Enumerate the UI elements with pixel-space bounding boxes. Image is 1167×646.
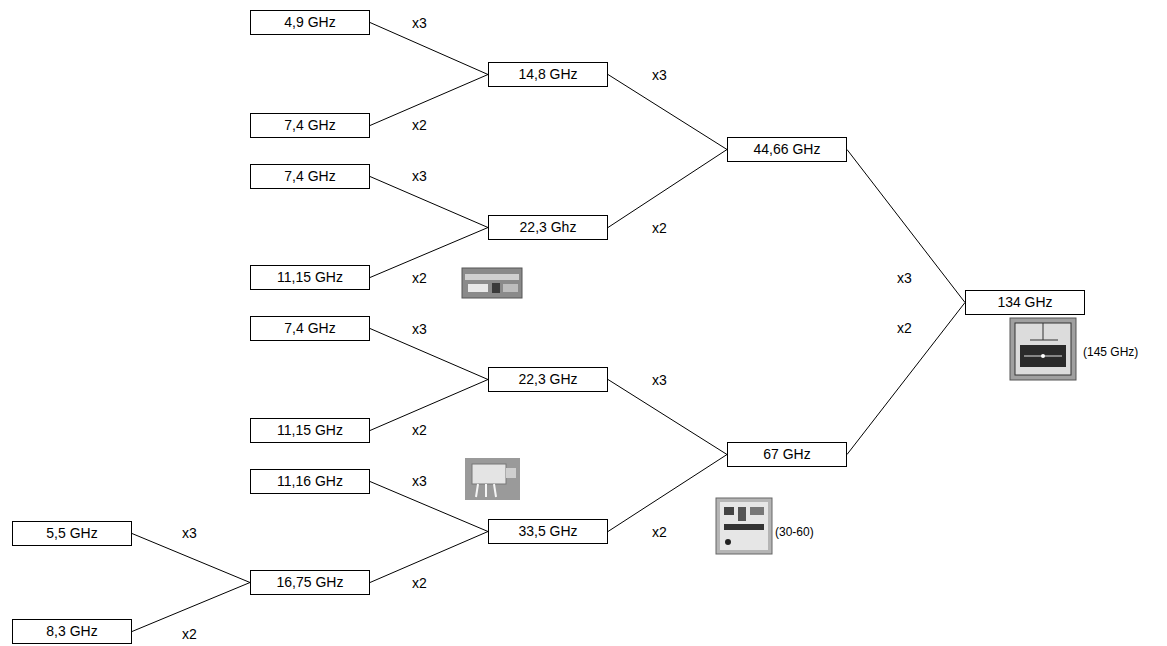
multiplier-factor: x3 bbox=[412, 321, 427, 337]
signal-line bbox=[608, 150, 727, 228]
frequency-box: 67 GHz bbox=[727, 442, 847, 467]
board-photo bbox=[716, 498, 772, 554]
frequency-box: 4,9 GHz bbox=[250, 10, 370, 35]
signal-line bbox=[370, 228, 488, 278]
multiplier-factor: x3 bbox=[412, 168, 427, 184]
frequency-value: 11,15 GHz bbox=[277, 419, 343, 442]
frequency-value: 7,4 GHz bbox=[284, 317, 335, 340]
frequency-box: 22,3 Ghz bbox=[488, 215, 608, 240]
signal-line bbox=[370, 23, 488, 75]
multiplier-factor: x2 bbox=[652, 524, 667, 540]
frequency-box: 7,4 GHz bbox=[250, 113, 370, 138]
frequency-box: 33,5 GHz bbox=[488, 519, 608, 544]
multiplier-factor: x2 bbox=[652, 220, 667, 236]
multiplier-factor: x3 bbox=[652, 67, 667, 83]
frequency-value: 16,75 GHz bbox=[277, 571, 344, 594]
multiplier-factor: x3 bbox=[897, 270, 912, 286]
multiplier-factor: x2 bbox=[897, 320, 912, 336]
multiplier-factor: x2 bbox=[182, 626, 197, 642]
signal-line bbox=[847, 303, 965, 455]
multiplier-factor: x2 bbox=[412, 270, 427, 286]
frequency-box: 16,75 GHz bbox=[250, 570, 370, 595]
frequency-value: 22,3 GHz bbox=[518, 368, 577, 391]
frequency-note: (30-60) bbox=[775, 525, 814, 539]
signal-line bbox=[608, 75, 727, 150]
frequency-value: 5,5 GHz bbox=[46, 522, 97, 545]
multiplier-factor: x3 bbox=[412, 15, 427, 31]
frequency-value: 7,4 GHz bbox=[284, 165, 335, 188]
mixer-photo bbox=[1010, 318, 1076, 380]
signal-line bbox=[370, 177, 488, 228]
multiplier-factor: x3 bbox=[182, 525, 197, 541]
frequency-value: 11,16 GHz bbox=[277, 470, 343, 493]
frequency-box: 11,15 GHz bbox=[250, 418, 370, 443]
signal-line bbox=[370, 75, 488, 126]
multiplier-photo bbox=[465, 458, 520, 500]
frequency-value: 14,8 GHz bbox=[518, 63, 577, 86]
frequency-box: 7,4 GHz bbox=[250, 164, 370, 189]
multiplier-factor: x3 bbox=[652, 372, 667, 388]
signal-line bbox=[370, 482, 488, 532]
frequency-note: (145 GHz) bbox=[1083, 345, 1138, 359]
frequency-value: 8,3 GHz bbox=[46, 620, 97, 643]
frequency-value: 67 GHz bbox=[763, 443, 810, 466]
frequency-value: 4,9 GHz bbox=[284, 11, 335, 34]
signal-line bbox=[370, 329, 488, 380]
signal-line bbox=[847, 150, 965, 303]
frequency-value: 33,5 GHz bbox=[518, 520, 577, 543]
frequency-value: 11,15 GHz bbox=[277, 266, 343, 289]
frequency-box: 11,15 GHz bbox=[250, 265, 370, 290]
frequency-box: 8,3 GHz bbox=[12, 619, 132, 644]
signal-line bbox=[608, 455, 727, 532]
frequency-box: 5,5 GHz bbox=[12, 521, 132, 546]
module-photo bbox=[462, 268, 522, 298]
frequency-value: 7,4 GHz bbox=[284, 114, 335, 137]
signal-line bbox=[370, 532, 488, 583]
signal-line bbox=[132, 583, 250, 632]
frequency-value: 44,66 GHz bbox=[754, 138, 821, 161]
frequency-box: 134 GHz bbox=[965, 290, 1085, 315]
signal-line bbox=[608, 380, 727, 455]
frequency-box: 14,8 GHz bbox=[488, 62, 608, 87]
frequency-box: 22,3 GHz bbox=[488, 367, 608, 392]
multiplier-factor: x2 bbox=[412, 575, 427, 591]
signal-line bbox=[370, 380, 488, 431]
multiplier-factor: x2 bbox=[412, 117, 427, 133]
frequency-value: 22,3 Ghz bbox=[520, 216, 577, 239]
multiplier-factor: x3 bbox=[412, 473, 427, 489]
frequency-box: 44,66 GHz bbox=[727, 137, 847, 162]
frequency-box: 7,4 GHz bbox=[250, 316, 370, 341]
frequency-box: 11,16 GHz bbox=[250, 469, 370, 494]
multiplier-factor: x2 bbox=[412, 422, 427, 438]
frequency-value: 134 GHz bbox=[997, 291, 1052, 314]
